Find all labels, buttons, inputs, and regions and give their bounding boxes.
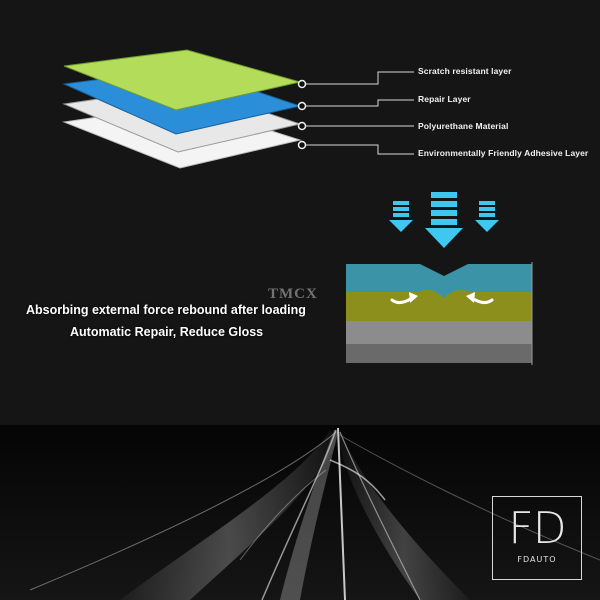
- watermark: TMCX: [268, 286, 318, 302]
- label-repair-layer: Repair Layer: [418, 94, 471, 104]
- caption-automatic-repair: Automatic Repair, Reduce Gloss: [70, 325, 264, 339]
- callout-dots: [297, 79, 307, 150]
- caption-absorbing-force: Absorbing external force rebound after l…: [26, 303, 306, 317]
- label-adhesive-layer: Environmentally Friendly Adhesive Layer: [418, 148, 589, 158]
- base-layer-lower: [346, 344, 532, 363]
- callout-lines: [302, 71, 414, 155]
- fdauto-logo: FD FDAUTO: [492, 496, 582, 580]
- right-arrow-icon: [475, 201, 499, 232]
- teal-layer-dented: [346, 264, 532, 298]
- base-layer-upper: [346, 321, 532, 344]
- logo-wordmark: FDAUTO: [517, 555, 557, 564]
- rebound-arrow-icon: [390, 292, 494, 305]
- layer-stack: [62, 49, 302, 169]
- label-scratch-resistant-layer: Scratch resistant layer: [418, 66, 512, 76]
- olive-layer: [346, 290, 532, 321]
- film-cross-section: [346, 262, 533, 365]
- label-polyurethane-material: Polyurethane Material: [418, 121, 509, 131]
- pressure-arrows: [389, 192, 499, 248]
- left-arrow-icon: [389, 201, 413, 232]
- film-photo: [0, 425, 600, 600]
- center-arrow-icon: [425, 192, 463, 248]
- logo-mark: FD: [508, 503, 566, 554]
